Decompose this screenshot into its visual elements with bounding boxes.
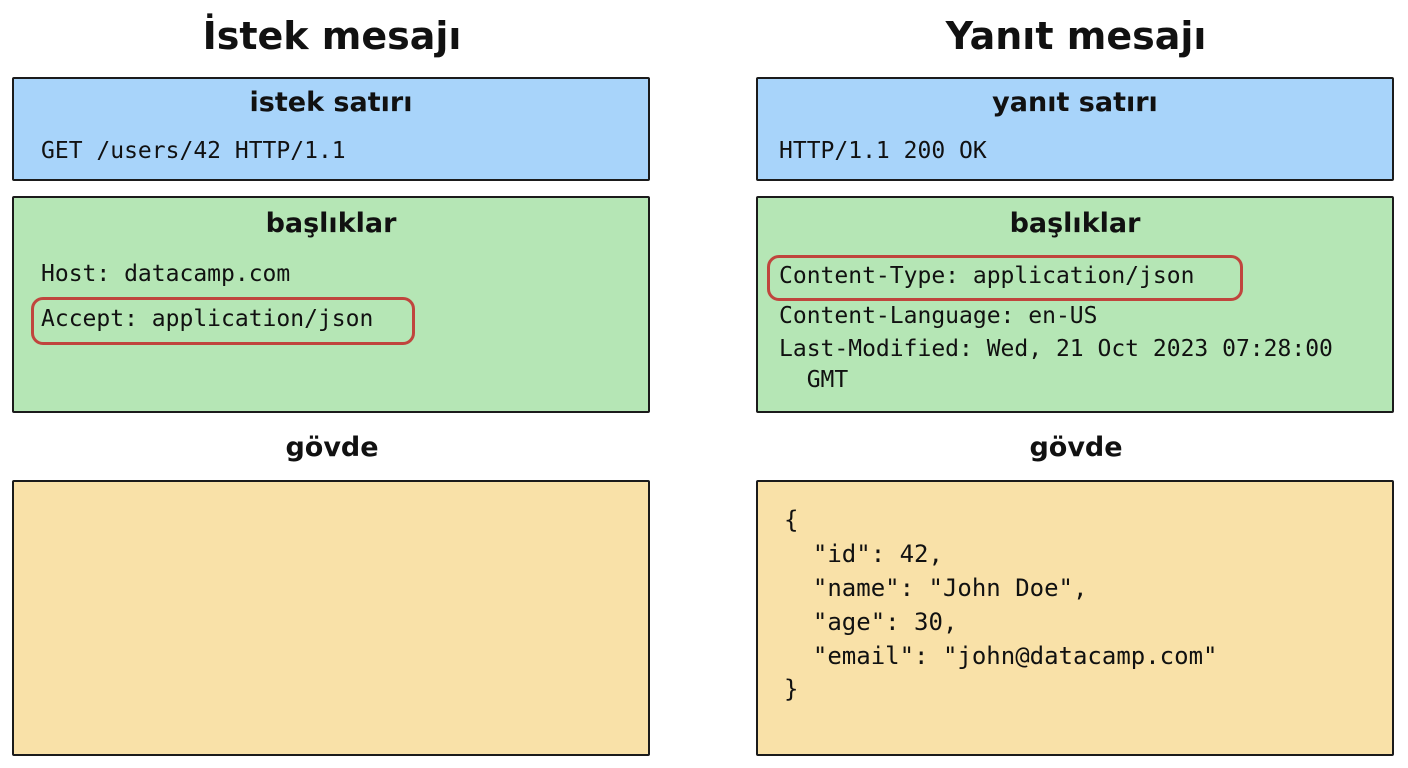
response-line-box: yanıt satırı HTTP/1.1 200 OK	[756, 77, 1394, 181]
response-body-line: "name": "John Doe",	[784, 574, 1088, 602]
request-headers-label: başlıklar	[265, 208, 397, 239]
response-body-line: {	[784, 506, 799, 534]
response-header-last-modified: Last-Modified: Wed, 21 Oct 2023 07:28:00	[779, 336, 1333, 362]
request-body-label: gövde	[285, 432, 379, 463]
request-line-label: istek satırı	[249, 87, 413, 118]
response-body-line: }	[784, 675, 799, 703]
request-line-box: istek satırı GET /users/42 HTTP/1.1	[12, 77, 650, 181]
request-message: İstek mesajı istek satırı GET /users/42 …	[12, 0, 652, 768]
request-line-text: GET /users/42 HTTP/1.1	[41, 138, 346, 164]
response-line-label: yanıt satırı	[992, 87, 1158, 118]
response-header-last-modified-cont: GMT	[779, 367, 849, 393]
request-accept-highlight	[31, 297, 415, 345]
response-headers-box: başlıklar Content-Type: application/json…	[756, 196, 1394, 413]
request-title: İstek mesajı	[202, 14, 462, 58]
response-headers-label: başlıklar	[1009, 208, 1141, 239]
response-body-line: "id": 42,	[784, 540, 943, 568]
response-header-content-type: Content-Type: application/json	[779, 263, 1195, 289]
response-title: Yanıt mesajı	[945, 14, 1207, 58]
response-header-content-language: Content-Language: en-US	[779, 303, 1098, 329]
response-message: Yanıt mesajı yanıt satırı HTTP/1.1 200 O…	[756, 0, 1396, 768]
response-content-type-highlight	[767, 255, 1243, 301]
request-headers-box: başlıklar Host: datacamp.com Accept: app…	[12, 196, 650, 413]
request-header-host: Host: datacamp.com	[41, 261, 291, 287]
response-body-box: { "id": 42, "name": "John Doe", "age": 3…	[756, 480, 1394, 756]
response-body-line: "age": 30,	[784, 608, 958, 636]
request-body-box	[12, 480, 650, 756]
request-header-accept: Accept: application/json	[41, 306, 374, 332]
response-body-label: gövde	[1029, 432, 1123, 463]
response-body-line: "email": "john@datacamp.com"	[784, 642, 1218, 670]
response-line-text: HTTP/1.1 200 OK	[779, 138, 987, 164]
